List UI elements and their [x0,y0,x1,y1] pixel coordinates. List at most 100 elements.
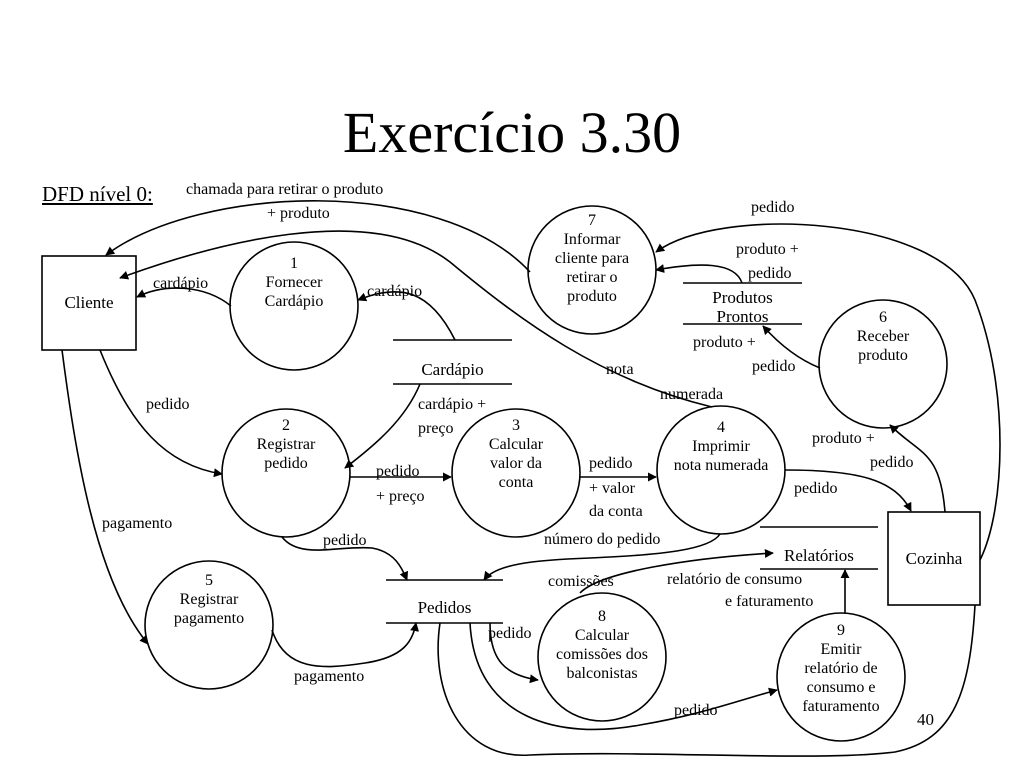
entity-cliente: Cliente [42,256,136,350]
flow-label-pedido-cliente: pedido [146,396,190,413]
page-number: 40 [917,710,934,729]
process-1-line1: Fornecer [265,274,323,291]
flow-label-relatorio-1: relatório de consumo [667,571,803,588]
flow-cozinha-to-p6 [889,424,946,513]
cliente-box [41,255,137,351]
process-3-line3: conta [498,474,534,491]
flow-label-pedido-valor-2: + valor [589,480,635,497]
process-5-number: 5 [205,572,213,589]
flow-label-pedido-valor-1: pedido [589,455,633,472]
process-2-line2: pedido [264,455,308,472]
flow-label-numerada: numerada [660,386,724,403]
flow-label-nota: nota [606,361,634,378]
process-7-number: 7 [588,212,596,229]
process-5-circle [144,560,274,690]
process-3-number: 3 [512,417,520,434]
flow-label-pedido-p8: pedido [488,625,532,642]
flow-p4-to-cliente [119,230,713,408]
flow-label-pedido-preco-1: pedido [376,463,420,480]
flow-p4-to-pedidos [483,533,721,581]
flow-label-pedido-valor-3: da conta [589,503,643,520]
process-9-line2: relatório de [804,660,878,677]
flow-label-produto-pedido-cozinha-2: pedido [870,454,914,471]
flow-label-chamada-1: chamada para retirar o produto [186,181,384,198]
process-7: 7 Informar cliente para retirar o produt… [532,210,652,330]
process-9-line3: consumo e [806,679,876,696]
flow-label-produto-pedido-p6-1: produto + [693,334,756,351]
flow-label-numero-pedido: número do pedido [544,531,661,548]
store-cardapio-label: Cardápio [421,360,484,379]
process-9-circle [776,612,906,742]
process-6-circle [818,299,948,429]
store-pedidos-label: Pedidos [417,598,472,617]
process-7-line1: Informar [563,231,621,248]
flow-p5-to-pedidos [271,622,420,668]
flow-pedidos-to-cozinha [437,604,976,757]
process-5-line2: pagamento [173,610,245,627]
process-3-circle [451,408,581,538]
process-9: 9 Emitir relatório de consumo e faturame… [781,617,901,737]
flow-produtos-to-p7 [655,264,743,284]
process-6: 6 Receber produto [823,304,943,424]
process-8-line3: balconistas [566,665,638,682]
store-produtos-label-2: Prontos [716,307,769,326]
store-produtos-label-1: Produtos [712,288,773,307]
flow-cardapio-to-p1 [357,290,456,341]
process-8-circle [537,592,667,722]
flow-label-produto-pedido-cozinha-1: produto + [812,430,875,447]
process-4-line1: Imprimir [692,438,750,455]
flow-label-pedido-p2: pedido [323,532,367,549]
flow-pedidos-to-p9 [469,622,778,731]
flow-p6-to-produtos [762,325,821,369]
slide-title: Exercício 3.30 [342,100,682,165]
flow-cozinha-to-p7 [655,223,1001,561]
entity-cozinha-label: Cozinha [905,548,963,568]
flow-p1-to-cliente [136,287,232,307]
flow-cardapio-to-p2 [344,383,421,469]
process-6-line2: produto [858,347,908,364]
flow-label-cardapio-cliente: cardápio [153,275,209,292]
flow-p7-to-cliente [105,200,531,273]
flow-p2-to-pedidos [281,536,409,581]
process-8-line2: comissões dos [556,646,648,663]
store-relatorios-label: Relatórios [784,546,854,565]
process-6-line1: Receber [856,328,910,345]
flow-label-pagamento-cliente: pagamento [102,515,173,532]
process-3-line2: valor da [490,455,542,472]
process-8-line1: Calcular [574,627,630,644]
process-7-line4: produto [567,288,617,305]
flow-pedidos-to-p8 [489,622,539,684]
process-9-number: 9 [837,622,845,639]
flow-label-pedido-cozinha: pedido [794,480,838,497]
flow-label-pedido-p9: pedido [674,702,718,719]
flow-p8-to-relatorios [579,548,774,594]
flow-label-cardapio-preco-2: preço [418,420,454,437]
flow-label-chamada-2: + produto [267,205,330,222]
flow-label-comissoes: comissões [548,573,614,590]
flow-label-pedido-preco-2: + preço [376,488,425,505]
flow-p4-to-cozinha [784,469,912,512]
flow-label-cardapio-p1: cardápio [367,283,423,300]
process-8-number: 8 [598,608,606,625]
diagram-subtitle: DFD nível 0: [42,182,153,206]
process-5-line1: Registrar [179,591,239,608]
process-2-number: 2 [282,417,290,434]
process-4-number: 4 [717,419,725,436]
process-3: 3 Calcular valor da conta [456,413,576,533]
flow-label-produto-pedido-p6-2: pedido [752,358,796,375]
flow-label-relatorio-2: e faturamento [725,593,814,610]
process-5: 5 Registrar pagamento [149,565,269,685]
process-4: 4 Imprimir nota numerada [656,410,786,530]
process-7-line3: retirar o [566,269,618,286]
flow-cliente-to-p5 [61,349,149,645]
process-6-number: 6 [879,309,887,326]
process-9-line4: faturamento [802,698,880,715]
process-4-line2: nota numerada [673,457,769,474]
entity-cliente-label: Cliente [64,293,114,312]
process-1: 1 Fornecer Cardápio [234,246,354,366]
process-9-line1: Emitir [820,641,862,658]
process-7-line2: cliente para [554,250,630,267]
process-2-line1: Registrar [256,436,316,453]
flow-label-pedido-p7: pedido [751,199,795,216]
